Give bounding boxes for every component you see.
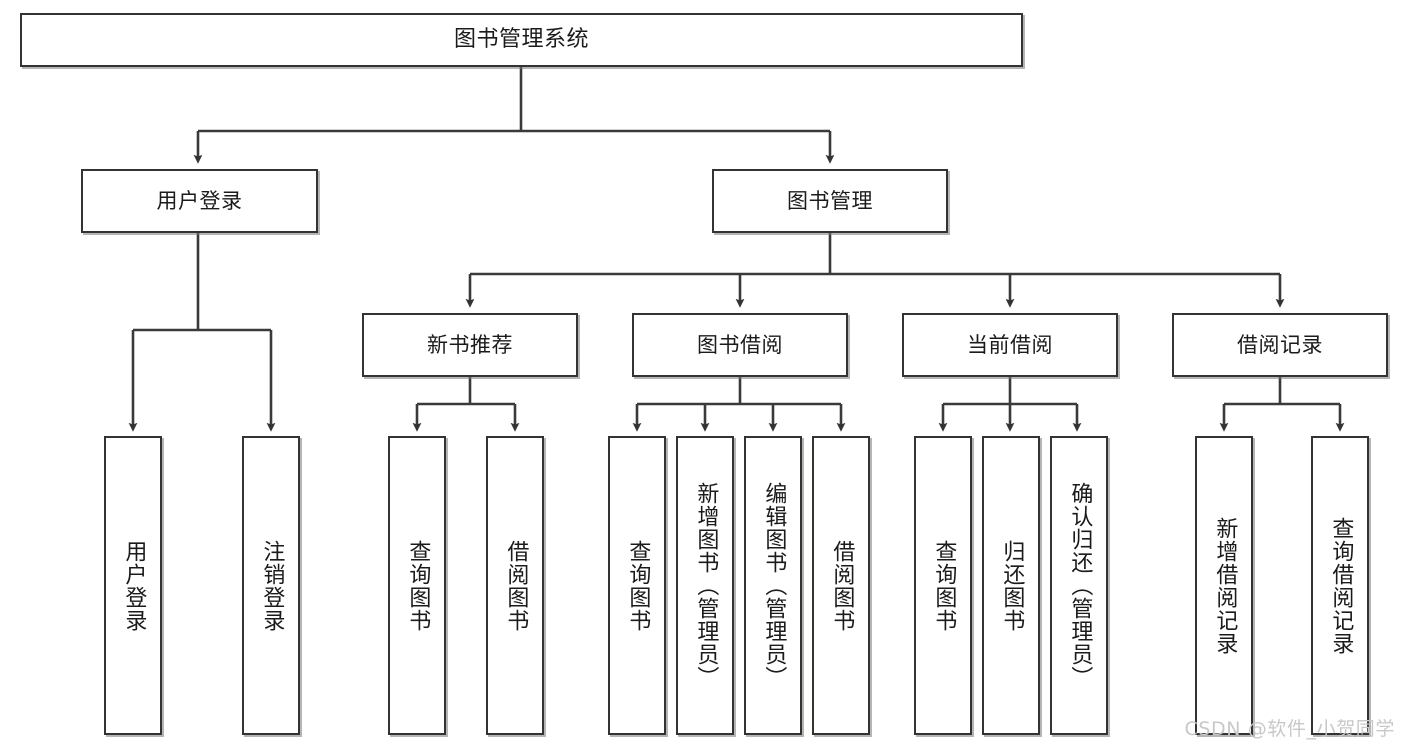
node-label: 借阅图书: [829, 539, 855, 632]
node-label: 查询图书: [625, 539, 651, 632]
node-label: 查询图书: [405, 539, 431, 632]
node-label: 用户登录: [156, 188, 243, 213]
node-leaf-borrow-book-2[interactable]: 借阅图书: [812, 436, 870, 735]
node-label: 新书推荐: [427, 332, 513, 357]
node-leaf-add-record[interactable]: 新增借阅记录: [1195, 436, 1253, 735]
node-leaf-add-book[interactable]: 新增图书（管理员）: [676, 436, 734, 735]
node-borrow-record[interactable]: 借阅记录: [1172, 313, 1388, 377]
node-label: 借阅图书: [503, 539, 529, 632]
node-leaf-query-book-3[interactable]: 查询图书: [914, 436, 972, 735]
node-label: 注销登录: [259, 539, 285, 632]
node-label: 查询图书: [931, 539, 957, 632]
node-leaf-confirm-return[interactable]: 确认归还（管理员）: [1050, 436, 1108, 735]
node-leaf-return-book[interactable]: 归还图书: [982, 436, 1040, 735]
node-label: 图书管理: [787, 188, 873, 213]
node-user-login[interactable]: 用户登录: [81, 169, 318, 233]
node-leaf-query-book-1[interactable]: 查询图书: [388, 436, 446, 735]
csdn-watermark: CSDN @软件_小贺同学: [1184, 718, 1395, 740]
node-book-management-system[interactable]: 图书管理系统: [20, 13, 1023, 67]
node-leaf-logout[interactable]: 注销登录: [242, 436, 300, 735]
node-leaf-user-login[interactable]: 用户登录: [104, 436, 162, 735]
node-label: 新增借阅记录: [1212, 516, 1238, 655]
node-leaf-edit-book[interactable]: 编辑图书（管理员）: [744, 436, 802, 735]
node-label: 编辑图书（管理员）: [761, 482, 787, 689]
node-label: 归还图书: [999, 539, 1025, 632]
node-current-borrow[interactable]: 当前借阅: [902, 313, 1118, 377]
node-label: 借阅记录: [1237, 332, 1323, 357]
node-book-borrow[interactable]: 图书借阅: [632, 313, 848, 377]
node-label: 图书借阅: [697, 332, 783, 357]
node-leaf-query-record[interactable]: 查询借阅记录: [1311, 436, 1369, 735]
node-label: 确认归还（管理员）: [1067, 482, 1093, 689]
node-book-manage[interactable]: 图书管理: [712, 169, 948, 233]
node-leaf-query-book-2[interactable]: 查询图书: [608, 436, 666, 735]
node-label: 当前借阅: [967, 332, 1053, 357]
node-label: 新增图书（管理员）: [693, 482, 719, 689]
node-label: 图书管理系统: [453, 27, 589, 53]
node-leaf-borrow-book-1[interactable]: 借阅图书: [486, 436, 544, 735]
node-new-book-recommend[interactable]: 新书推荐: [362, 313, 578, 377]
node-label: 用户登录: [121, 539, 147, 632]
node-label: 查询借阅记录: [1328, 516, 1354, 655]
